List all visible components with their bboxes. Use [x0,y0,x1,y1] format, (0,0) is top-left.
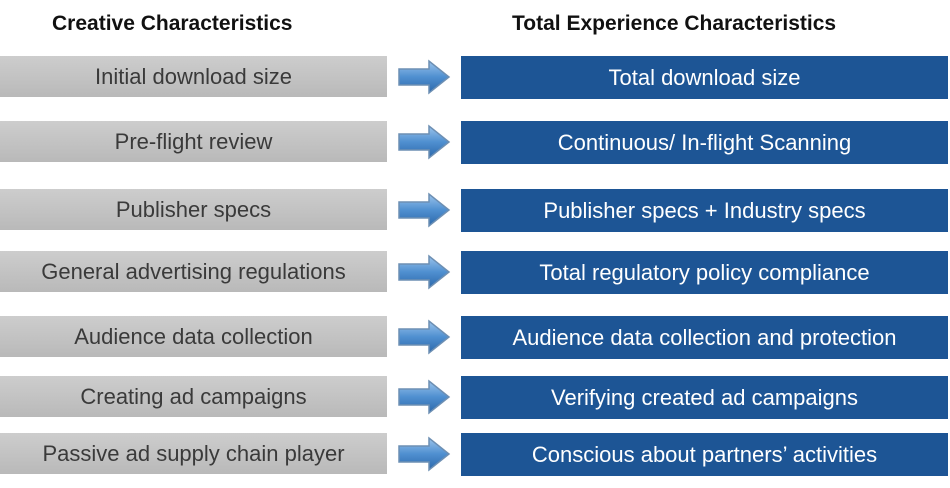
creative-characteristic-box: Audience data collection [0,316,387,357]
creative-characteristic-label: General advertising regulations [41,258,346,284]
creative-characteristic-label: Pre-flight review [114,128,273,154]
total-experience-characteristic-label: Total regulatory policy compliance [539,259,870,285]
creative-characteristic-box: Pre-flight review [0,121,387,162]
total-experience-characteristic-box: Publisher specs + Industry specs [461,189,948,232]
creative-characteristic-box: Initial download size [0,56,387,97]
creative-characteristic-box: Creating ad campaigns [0,376,387,417]
total-experience-characteristic-box: Audience data collection and protection [461,316,948,359]
right-arrow-icon [398,436,451,472]
total-experience-characteristics-heading: Total Experience Characteristics [512,12,837,35]
right-arrow-icon [398,192,451,228]
creative-characteristics-heading: Creative Characteristics [52,12,293,35]
total-experience-characteristic-label: Audience data collection and protection [512,324,897,350]
creative-characteristic-label: Creating ad campaigns [80,383,307,409]
total-experience-characteristic-label: Total download size [608,64,801,90]
creative-characteristic-box: Publisher specs [0,189,387,230]
total-experience-characteristic-box: Total regulatory policy compliance [461,251,948,294]
creative-characteristic-label: Initial download size [95,63,292,89]
total-experience-characteristic-box: Continuous/ In-flight Scanning [461,121,948,164]
total-experience-characteristic-label: Conscious about partners’ activities [531,441,878,467]
right-arrow-icon [398,319,451,355]
creative-characteristic-label: Passive ad supply chain player [42,440,345,466]
right-arrow-icon [398,254,451,290]
total-experience-characteristic-label: Publisher specs + Industry specs [543,197,866,223]
right-arrow-icon [398,124,451,160]
right-arrow-icon [398,379,451,415]
right-arrow-icon [398,59,451,95]
creative-characteristic-label: Publisher specs [115,196,272,222]
total-experience-characteristic-label: Verifying created ad campaigns [551,384,858,410]
total-experience-characteristic-box: Verifying created ad campaigns [461,376,948,419]
creative-characteristic-box: General advertising regulations [0,251,387,292]
creative-characteristic-box: Passive ad supply chain player [0,433,387,474]
total-experience-characteristic-box: Conscious about partners’ activities [461,433,948,476]
total-experience-characteristic-box: Total download size [461,56,948,99]
total-experience-characteristic-label: Continuous/ In-flight Scanning [557,129,852,155]
creative-characteristic-label: Audience data collection [74,323,313,349]
